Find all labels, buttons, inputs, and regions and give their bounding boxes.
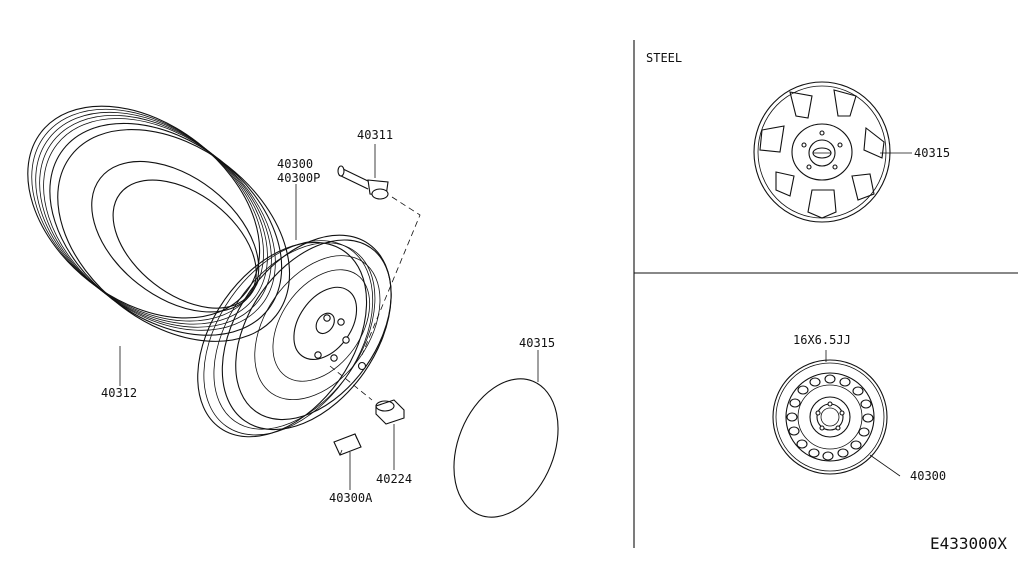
diagram-code: E433000X [930,534,1007,553]
valve-drawing [337,165,389,200]
steel-wheel-part-number: 40300 [910,469,946,483]
weight-part-number: 40300A [329,491,373,505]
nut-drawing [375,399,405,425]
cover-part-number: 40315 [914,146,950,160]
wheel-drawing [197,234,392,438]
balance-weight-drawing [333,433,362,456]
valve-part-number: 40311 [357,128,393,142]
wheel-size-label: 16X6.5JJ [793,333,851,347]
steel-title: STEEL [646,51,682,65]
nut-part-number: 40224 [376,472,412,486]
wheel-part-number-alt: 40300P [277,171,320,185]
tire-part-number: 40312 [101,386,137,400]
hub-cap-drawing [453,378,559,518]
nut-install-path [329,365,373,401]
wheel-cover-drawing [753,81,891,223]
wheel-part-number: 40300 [277,157,313,171]
cap-part-number: 40315 [519,336,555,350]
valve-install-path [361,196,421,356]
tire-drawing [27,105,291,342]
steel-wheel-drawing [772,359,888,475]
steel-wheel-leader [869,454,901,477]
